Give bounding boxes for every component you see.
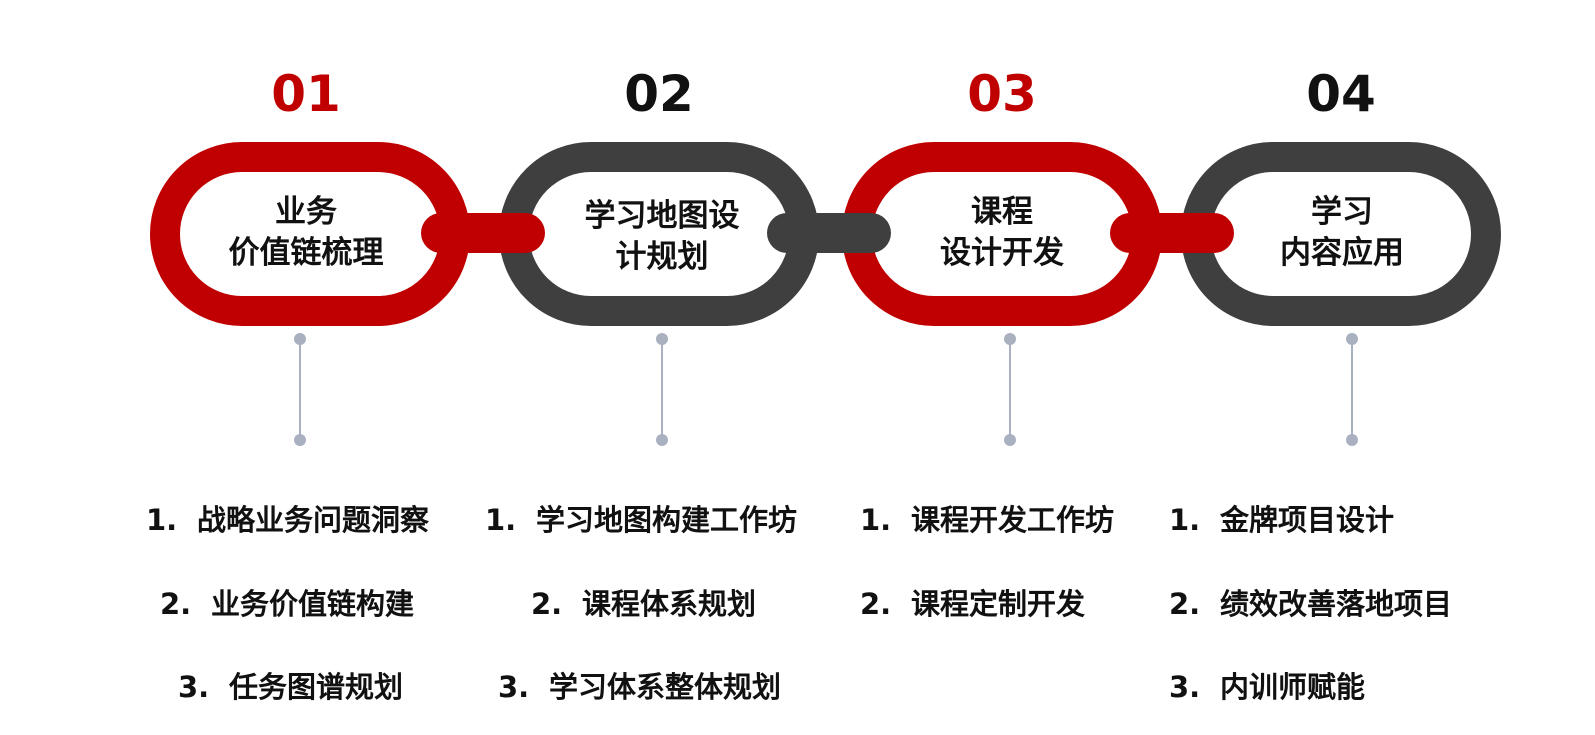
connector-bottom-dot [294, 434, 306, 446]
stage-titles: 业务 价值链梳理 学习地图设 计规划 课程 设计开发 学习 内容应用 [229, 194, 1405, 275]
chain-link-01 [150, 142, 470, 326]
connector-bottom-dot [1346, 434, 1358, 446]
stage-number: 03 [967, 65, 1037, 123]
connector-top-dot [1346, 333, 1358, 345]
list-item-index: 2. [531, 587, 562, 621]
stage-connector [294, 333, 306, 446]
stage-title-line: 价值链梳理 [229, 235, 384, 271]
chain-link-02 [499, 142, 819, 326]
list-item-index: 3. [178, 670, 209, 704]
chain-bar-01 [421, 213, 545, 253]
list-item-index: 3. [498, 670, 529, 704]
stage-connectors [294, 333, 1358, 446]
stage-number: 01 [271, 65, 341, 123]
list-item-text: 任务图谱规划 [228, 670, 403, 704]
connector-top-dot [294, 333, 306, 345]
stage-numbers: 01 02 03 04 [271, 65, 1376, 123]
list-item-index: 2. [860, 587, 891, 621]
list-item-text: 战略业务问题洞察 [197, 503, 430, 537]
list-item-text: 学习体系整体规划 [549, 670, 781, 704]
list-item-text: 业务价值链构建 [211, 587, 414, 621]
list-item-text: 绩效改善落地项目 [1220, 587, 1452, 621]
connector-bottom-dot [656, 434, 668, 446]
connector-bottom-dot [1004, 434, 1016, 446]
stage-title-line: 计规划 [616, 239, 709, 275]
list-item-text: 课程体系规划 [582, 587, 756, 621]
stage-number: 02 [624, 65, 694, 123]
connector-top-dot [656, 333, 668, 345]
list-item-text: 课程开发工作坊 [911, 503, 1114, 537]
stage-title-line: 业务 [275, 194, 337, 230]
list-item-index: 2. [160, 587, 191, 621]
list-item-index: 1. [860, 503, 891, 537]
list-item-text: 内训师赋能 [1220, 670, 1365, 704]
stage-title-line: 内容应用 [1280, 235, 1404, 271]
stage-item-lists: 1. 战略业务问题洞察 2. 业务价值链构建 3. 任务图谱规划 1. 学习地图… [146, 503, 1452, 704]
chain-connector-bars [421, 213, 1234, 253]
chain-link-03 [842, 142, 1162, 326]
chain-bar-02 [767, 213, 891, 253]
list-item-index: 2. [1169, 587, 1200, 621]
list-item-text: 课程定制开发 [911, 587, 1085, 621]
list-item-text: 金牌项目设计 [1219, 503, 1394, 537]
stage-title-line: 学习地图设 [585, 198, 740, 234]
stage-title-line: 设计开发 [940, 235, 1064, 271]
list-item-index: 3. [1169, 670, 1200, 704]
chain-link-04 [1181, 142, 1501, 326]
stage-title-line: 学习 [1311, 194, 1373, 230]
list-item-index: 1. [485, 503, 516, 537]
list-item-index: 1. [146, 503, 177, 537]
stage-number: 04 [1306, 65, 1376, 123]
connector-top-dot [1004, 333, 1016, 345]
stage-connector [1004, 333, 1016, 446]
list-item-index: 1. [1169, 503, 1200, 537]
chain-bar-03 [1110, 213, 1234, 253]
list-item-text: 学习地图构建工作坊 [536, 503, 797, 537]
stage-title-line: 课程 [971, 194, 1033, 230]
stage-connector [656, 333, 668, 446]
stage-connector [1346, 333, 1358, 446]
